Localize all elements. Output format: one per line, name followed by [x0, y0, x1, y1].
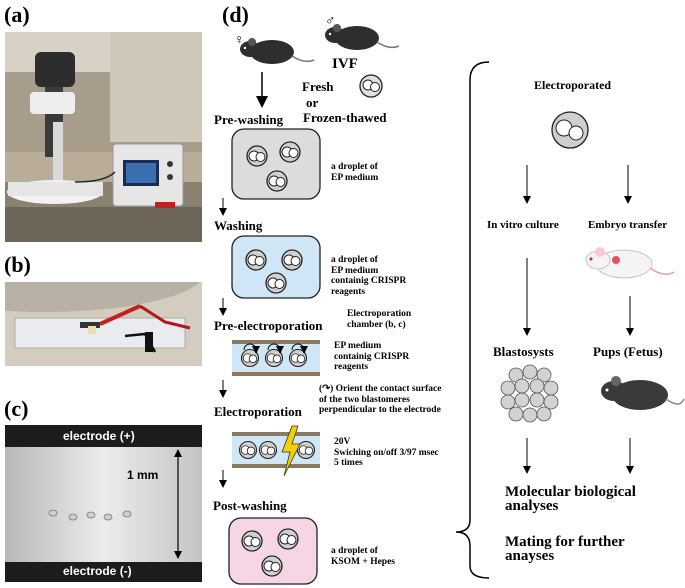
ivf-embryo-icon: [359, 74, 383, 98]
label-electroporated: Electroporated: [534, 78, 612, 92]
male-symbol: ♂: [325, 14, 336, 29]
step-washing: Washing: [214, 218, 263, 233]
grouping-brace: [455, 61, 490, 579]
electrode-positive-label: electrode (+): [63, 429, 135, 443]
ivf-label: IVF: [332, 56, 358, 72]
panel-label-d: (d): [222, 2, 249, 27]
photo-microscope-setup: [5, 32, 202, 242]
male-mouse-icon: [324, 23, 400, 51]
step-pre-electroporation: Pre-electroporation: [214, 318, 323, 333]
photo-electrode-chamber: [5, 282, 202, 366]
panel-label-b: (b): [4, 252, 31, 277]
photo-a-drawing: [5, 32, 202, 242]
photo-b-drawing: [5, 282, 202, 366]
step-pre-washing: Pre-washing: [214, 112, 284, 127]
recipient-mouse-icon: [585, 247, 675, 279]
photo-c-drawing: [5, 425, 202, 582]
label-pups: Pups (Fetus): [593, 344, 663, 359]
step-electroporation: Electroporation: [214, 404, 302, 419]
frozen-label: Frozen-thawed: [303, 110, 387, 125]
lightning-bolt-icon: [281, 425, 301, 477]
panel-label-c: (c): [4, 396, 29, 421]
label-in-vitro: In vitro culture: [487, 219, 559, 231]
fresh-label: Fresh: [302, 79, 334, 94]
electrode-negative-label: electrode (-): [63, 564, 132, 578]
photo-electrode-gap: electrode (+) electrode (-) 1 mm: [5, 425, 202, 582]
label-blastocysts: Blastosysts: [493, 344, 554, 359]
blastocyst-cluster-icon: [500, 364, 559, 423]
panel-label-a: (a): [4, 2, 30, 27]
step-post-washing: Post-washing: [213, 498, 287, 513]
pup-mouse-icon: [601, 376, 685, 410]
female-mouse-icon: [239, 37, 315, 65]
electroporated-embryo-icon: [551, 111, 589, 149]
female-symbol: ♀: [234, 33, 245, 48]
or-label: or: [306, 95, 319, 110]
distance-label: 1 mm: [127, 468, 159, 482]
label-embryo-transfer: Embryo transfer: [588, 219, 668, 231]
